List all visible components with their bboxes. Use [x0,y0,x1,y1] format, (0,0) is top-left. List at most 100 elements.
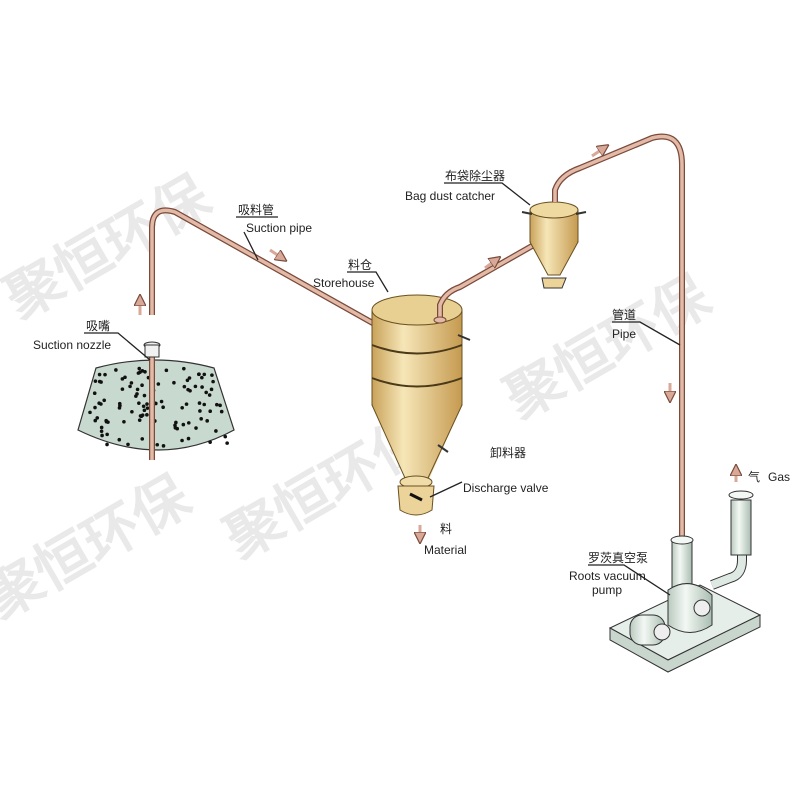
pipe [552,133,685,540]
connecting-pipe [433,243,534,324]
material-particle [135,392,139,396]
svg-text:布袋除尘器: 布袋除尘器 [445,168,505,183]
svg-text:Material: Material [424,543,467,557]
material-particle [161,405,165,410]
material-particle [103,372,107,377]
material-particle [93,405,97,410]
material-particle [142,408,147,413]
material-particle [182,384,187,389]
material-particle [95,416,100,420]
material-particle [117,437,122,442]
material-particle [123,375,127,380]
material-particle [102,398,107,403]
arrow-down-right-icon [269,248,282,258]
svg-text:Suction pipe: Suction pipe [246,221,312,235]
svg-text:pump: pump [592,583,622,597]
material-particle [114,368,118,372]
material-particle [128,384,132,389]
material-particle [105,432,109,437]
material-particle [92,391,97,395]
material-particle [97,401,101,406]
material-particle [214,429,218,433]
svg-text:卸料器: 卸料器 [490,445,526,460]
svg-text:气: 气 [748,469,760,484]
arrow-up-right-icon [484,260,496,270]
material-particle [140,369,145,373]
svg-text:Discharge valve: Discharge valve [463,481,549,495]
material-particle [156,382,161,386]
material-particle [187,376,192,380]
svg-text:聚恒环保: 聚恒环保 [494,263,722,432]
material-particle [138,414,143,418]
material-particle [181,422,186,427]
material-particle [194,426,198,430]
material-particle [202,402,207,407]
bag-dust-catcher [521,201,587,289]
material-particle [198,409,202,413]
material-particle [197,401,202,405]
material-particle [118,403,122,408]
material-particle [141,404,146,409]
material-particle [202,372,207,377]
svg-text:聚恒环保: 聚恒环保 [0,463,202,632]
material-particle [186,421,191,425]
material-particle [180,406,184,410]
material-particle [209,387,214,392]
material-particle [99,429,104,434]
discharge-valve [397,475,435,516]
material-particle [200,385,204,389]
material-particle [120,377,125,381]
material-particle [204,390,208,395]
arrow-up-right-icon [591,148,604,158]
label-suction-pipe: 吸料管 Suction pipe [238,202,312,235]
material-particle [88,410,92,415]
svg-text:Pipe: Pipe [612,327,636,341]
material-particle [155,442,160,447]
material-particle [126,442,130,447]
material-particle [105,442,109,447]
material-particle [161,444,166,448]
material-particle [208,409,212,413]
svg-text:Bag dust catcher: Bag dust catcher [405,189,495,203]
suction-pipe [143,207,380,460]
label-suction-nozzle: 吸嘴 Suction nozzle [33,319,111,352]
material-particle [97,379,102,384]
material-particle [218,403,222,408]
material-particle [172,380,176,385]
material-particle [180,438,184,443]
material-particle [120,387,125,391]
material-particle [142,393,147,398]
label-storehouse: 料仓 Storehouse [313,258,375,290]
material-particle [173,423,177,428]
material-particle [140,437,145,441]
material-particle [184,402,189,406]
material-particle [137,418,142,422]
svg-text:吸嘴: 吸嘴 [86,319,110,333]
leader-lines [84,182,681,596]
material-particle [137,366,142,371]
material-particle [135,387,140,392]
material-particle [122,419,126,424]
material-particle [99,425,104,430]
material-particle [197,372,201,376]
material-particle [205,419,210,423]
label-gas: 气 Gas [748,469,790,484]
material-particle [137,401,141,405]
material-particle [145,402,149,406]
material-particle [219,409,224,414]
material-particle [145,406,150,410]
svg-text:Storehouse: Storehouse [313,276,375,290]
material-particle [100,433,104,438]
label-bag-dust-catcher: 布袋除尘器 Bag dust catcher [405,168,505,203]
material-particle [140,383,144,388]
material-particle [210,373,214,377]
material-particle [193,384,198,389]
roots-vacuum-pump [608,490,762,673]
material-particle [200,375,204,380]
material-particle [215,402,219,407]
material-particle [130,409,134,414]
label-material: 料 Material [424,522,467,557]
material-heap [77,359,235,451]
